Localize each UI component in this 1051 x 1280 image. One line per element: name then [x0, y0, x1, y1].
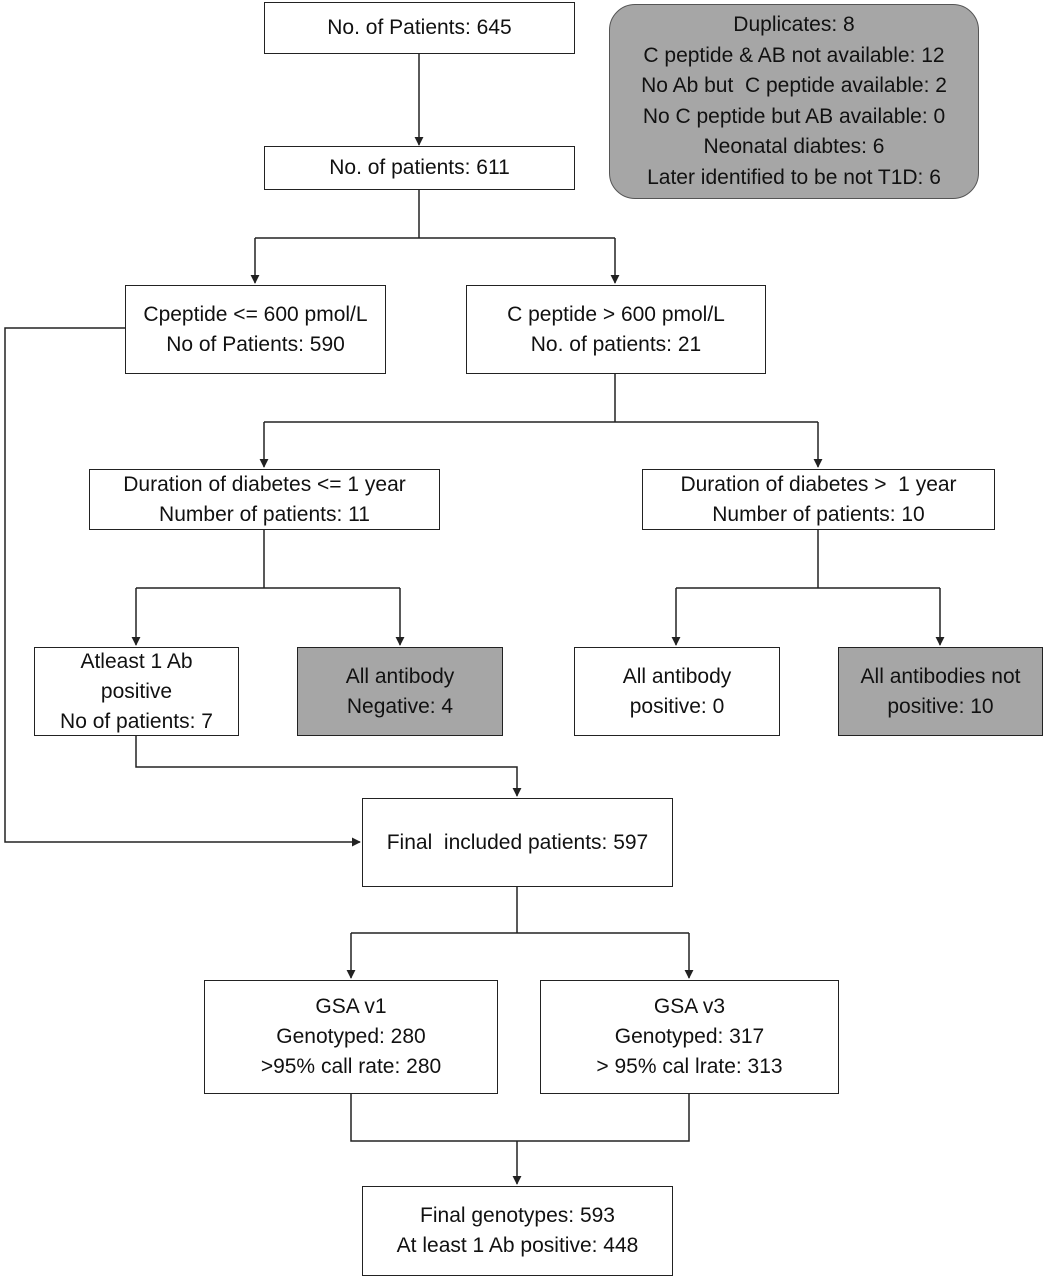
node-text: > 95% cal lrate: 313: [596, 1055, 783, 1078]
node-cpeptide-high: C peptide > 600 pmol/L No. of patients: …: [466, 285, 766, 374]
node-text: positive: 10: [887, 694, 994, 718]
node-cpeptide-low: Cpeptide <= 600 pmol/L No of Patients: 5…: [125, 285, 386, 374]
node-text: All antibody: [622, 664, 732, 688]
node-text: No of patients: 7: [60, 709, 213, 733]
node-duration-long: Duration of diabetes > 1 year Number of …: [642, 469, 995, 530]
connector-final-split: [351, 887, 689, 934]
node-text: Cpeptide <= 600 pmol/L: [143, 302, 368, 326]
node-text: positive: [100, 679, 173, 703]
node-text: All antibody: [345, 664, 455, 688]
node-atleast-one-ab-positive: Atleast 1 Ab positive No of patients: 7: [34, 647, 239, 736]
node-gsa-v3: GSA v3 Genotyped: 317 > 95% cal lrate: 3…: [540, 980, 839, 1094]
node-text: Negative: 4: [346, 694, 454, 718]
node-text: Duration of diabetes <= 1 year: [123, 472, 406, 496]
node-text: Final genotypes: 593: [420, 1204, 615, 1227]
node-patients-611: No. of patients: 611: [264, 146, 575, 190]
arrow-cpep-low-to-final: [4, 327, 361, 847]
node-text: Number of patients: 10: [712, 502, 925, 526]
connector-cpep-high-split: [264, 374, 818, 423]
node-duration-short: Duration of diabetes <= 1 year Number of…: [89, 469, 440, 530]
node-gsa-v1: GSA v1 Genotyped: 280 >95% call rate: 28…: [204, 980, 498, 1094]
connector-gsa-join: [350, 1094, 690, 1184]
node-text: No of Patients: 590: [166, 332, 345, 356]
node-text: >95% call rate: 280: [260, 1055, 442, 1078]
node-text: No. of Patients: 645: [327, 16, 512, 39]
node-text: GSA v1: [315, 995, 387, 1018]
excluded-no-ab: No Ab but C peptide available: 2: [641, 74, 947, 97]
node-antibodies-not-positive: All antibodies not positive: 10: [838, 647, 1043, 736]
node-text: positive: 0: [629, 694, 725, 718]
node-final-included: Final included patients: 597: [362, 798, 673, 887]
node-text: Number of patients: 11: [159, 502, 370, 526]
connector-dur-long-split: [676, 530, 940, 589]
node-text: Duration of diabetes > 1 year: [680, 472, 957, 496]
node-text: No. of patients: 21: [530, 332, 702, 356]
excluded-no-cpeptide: No C peptide but AB available: 0: [642, 104, 946, 128]
node-text: All antibodies not: [860, 664, 1021, 688]
node-text: No. of patients: 611: [329, 156, 510, 179]
node-patients-645: No. of Patients: 645: [264, 2, 575, 54]
node-text: C peptide > 600 pmol/L: [507, 302, 725, 326]
node-text: Genotyped: 280: [276, 1025, 426, 1048]
excluded-neonatal: Neonatal diabtes: 6: [703, 135, 885, 158]
node-text: Atleast 1 Ab: [80, 649, 193, 673]
connector-dur-short-split: [136, 530, 400, 589]
connector-611-split: [255, 190, 615, 239]
excluded-summary-box: Duplicates: 8 C peptide & AB not availab…: [609, 4, 979, 199]
node-all-antibody-negative: All antibody Negative: 4: [297, 647, 503, 736]
excluded-duplicates: Duplicates: 8: [733, 13, 855, 36]
node-text: At least 1 Ab positive: 448: [396, 1234, 639, 1257]
node-text: Final included patients: 597: [386, 830, 649, 854]
excluded-not-t1d: Later identified to be not T1D: 6: [647, 165, 941, 189]
node-text: Genotyped: 317: [614, 1025, 765, 1048]
node-all-antibody-positive: All antibody positive: 0: [574, 647, 780, 736]
node-text: GSA v3: [653, 995, 726, 1018]
arrow-ab-pos-to-final: [135, 736, 522, 797]
excluded-cpeptide-ab-missing: C peptide & AB not available: 12: [643, 43, 945, 67]
node-final-genotypes: Final genotypes: 593 At least 1 Ab posit…: [362, 1186, 673, 1276]
